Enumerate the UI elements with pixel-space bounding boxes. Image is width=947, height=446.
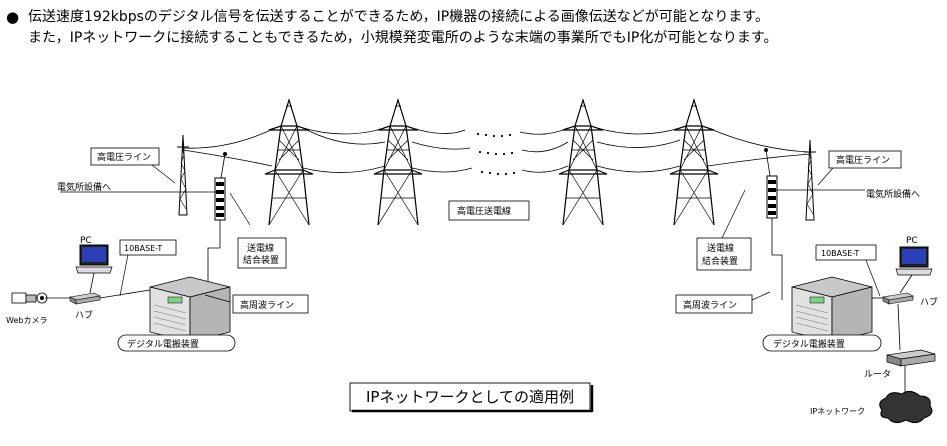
label-hf-line-right: 高周波ライン: [675, 294, 753, 314]
ellipsis-dots: [476, 132, 516, 176]
label-coupler-left: 送電線 結合装置: [237, 237, 287, 269]
svg-text:高電圧ライン: 高電圧ライン: [97, 151, 151, 163]
coupler-left-icon: [214, 177, 226, 221]
label-high-voltage-right: 高電圧ライン: [828, 150, 902, 169]
svg-text:高周波ライン: 高周波ライン: [240, 299, 294, 311]
label-pc-right: PC: [906, 236, 918, 246]
digital-carrier-device-right: [791, 276, 873, 343]
label-pc-left: PC: [80, 236, 92, 246]
diagram-caption: IPネットワークとしての適用例: [349, 382, 594, 413]
svg-text:IPネットワークとしての適用例: IPネットワークとしての適用例: [366, 388, 574, 406]
svg-text:10BASE-T: 10BASE-T: [124, 244, 162, 253]
label-device-left: デジタル電搬装置: [117, 334, 236, 352]
svg-text:10BASE-T: 10BASE-T: [821, 249, 859, 258]
coupler-right-icon: [766, 175, 778, 219]
svg-text:高電圧ライン: 高電圧ライン: [836, 154, 890, 166]
label-transmission-line: 高電圧送電線: [448, 200, 530, 221]
pc-left-icon: [75, 244, 113, 274]
digital-carrier-device-left: [149, 276, 231, 343]
conductor-lines: [182, 127, 811, 173]
svg-text:デジタル電搬装置: デジタル電搬装置: [127, 338, 199, 350]
svg-text:送電線: 送電線: [247, 242, 274, 254]
label-ip-network: IPネットワーク: [810, 407, 865, 416]
tower-icon: [373, 99, 423, 226]
label-router: ルータ: [864, 369, 891, 380]
bullet-icon: ●: [6, 8, 20, 26]
label-hub-right: ハブ: [920, 296, 938, 308]
svg-text:高周波ライン: 高周波ライン: [683, 299, 737, 311]
ip-network-cloud-icon: [879, 390, 933, 424]
tower-icon: [264, 99, 314, 226]
label-hf-line-left: 高周波ライン: [232, 294, 309, 314]
pole-left-icon: [176, 134, 190, 216]
label-to-substation-right: 電気所設備へ: [866, 188, 920, 200]
label-high-voltage-left: 高電圧ライン: [90, 147, 160, 166]
intro-line-2: また，IPネットワークに接続することもできるため，小規模発変電所のような末端の事…: [28, 30, 778, 46]
web-camera-icon: [11, 292, 48, 304]
label-to-substation-left: 電気所設備へ: [57, 181, 111, 193]
label-coupler-right: 送電線 結合装置: [696, 237, 752, 271]
svg-text:送電線: 送電線: [707, 242, 734, 254]
callout-leaders: [119, 159, 881, 303]
network-links: [45, 272, 913, 392]
svg-text:結合装置: 結合装置: [243, 254, 279, 266]
label-10base-t-right: 10BASE-T: [815, 244, 877, 261]
intro-line-1: 伝送速度192kbpsのデジタル信号を伝送することができるため，IP機器の接続に…: [28, 9, 769, 25]
svg-text:デジタル電搬装置: デジタル電搬装置: [773, 338, 845, 350]
label-web-camera: Webカメラ: [6, 316, 47, 325]
tower-icon: [558, 99, 608, 226]
svg-text:結合装置: 結合装置: [702, 255, 738, 267]
label-device-right: デジタル電搬装置: [762, 334, 882, 352]
router-icon: [886, 349, 936, 367]
hub-right-icon: [882, 292, 914, 305]
hub-left-icon: [69, 292, 101, 305]
tower-icon: [669, 99, 719, 226]
label-hub-left: ハブ: [75, 309, 93, 321]
pc-right-icon: [895, 246, 933, 276]
label-10base-t-left: 10BASE-T: [119, 239, 177, 256]
svg-text:高電圧送電線: 高電圧送電線: [457, 205, 511, 217]
